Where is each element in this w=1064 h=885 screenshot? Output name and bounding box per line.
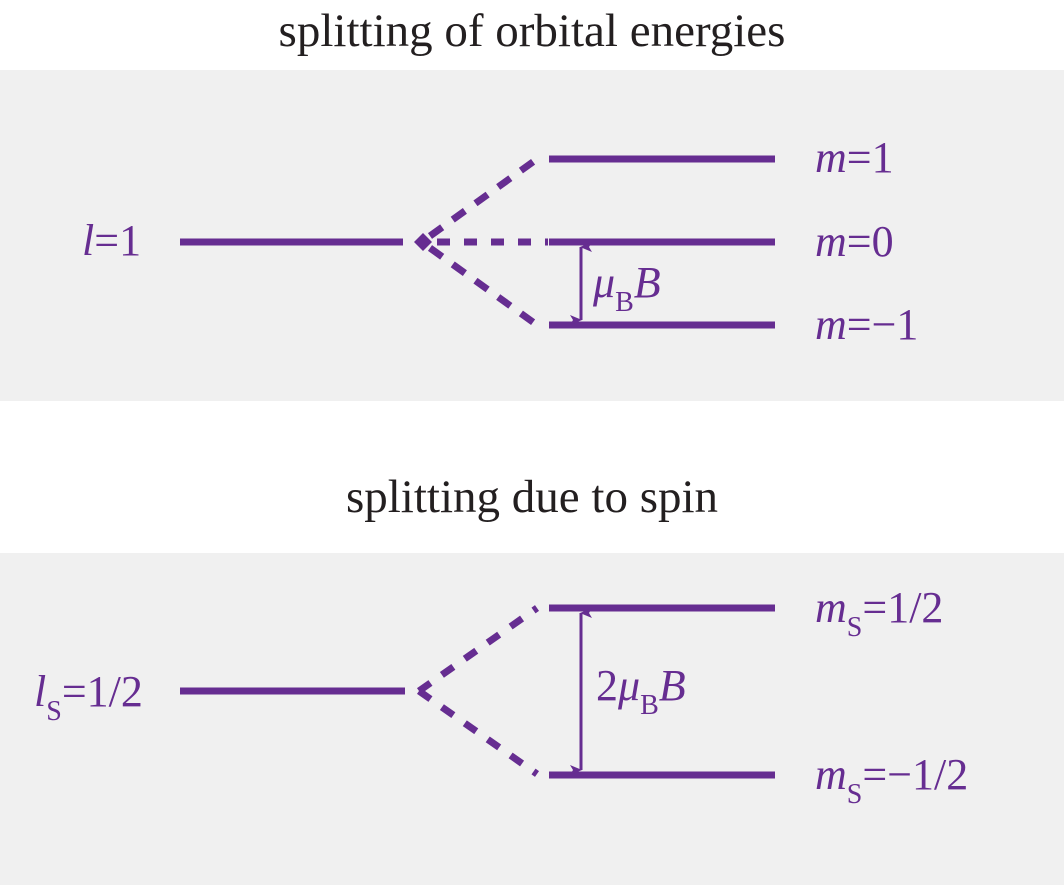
label-value: −1 — [872, 300, 919, 349]
title-orbital-splitting: splitting of orbital energies — [278, 5, 786, 57]
label-ms-plus-half: mS=1/2 — [815, 583, 943, 643]
label-symbol: m — [815, 750, 847, 799]
label-equals: = — [862, 583, 887, 632]
label-equals: = — [62, 667, 87, 716]
label-subscript: S — [46, 696, 62, 727]
label-equals: = — [847, 217, 872, 266]
label-m-1: m=1 — [815, 133, 894, 182]
gap-subscript: B — [615, 287, 634, 318]
label-value: 1/2 — [87, 667, 143, 716]
title-spin-splitting: splitting due to spin — [345, 471, 719, 523]
label-symbol: m — [815, 583, 847, 632]
gap-prefix: 2 — [596, 661, 618, 710]
label-m-0: m=0 — [815, 217, 894, 266]
gap-field: B — [659, 661, 686, 710]
label-symbol: l — [82, 216, 94, 265]
orbital-splitting-diagram: l=1 μBB m=1 m=0 m=−1 — [82, 133, 918, 349]
label-value: 1 — [872, 133, 894, 182]
label-equals: = — [94, 216, 119, 265]
label-symbol: l — [34, 667, 46, 716]
gap-field: B — [634, 258, 661, 307]
label-l-equals-1: l=1 — [82, 216, 141, 265]
label-m-minus-1: m=−1 — [815, 300, 918, 349]
label-value: 1/2 — [887, 583, 943, 632]
label-value: 0 — [872, 217, 894, 266]
label-value: −1/2 — [887, 750, 968, 799]
split-junction-marker — [414, 233, 432, 251]
connector-to-m-1 — [427, 156, 540, 239]
label-symbol: m — [815, 133, 847, 182]
label-spin-energy-gap: 2μBB — [596, 661, 686, 721]
gap-mu: μ — [617, 661, 640, 710]
label-ms-minus-half: mS=−1/2 — [815, 750, 968, 810]
connector-to-ms-minus-half — [416, 688, 540, 777]
label-energy-gap: μBB — [592, 258, 661, 318]
gap-subscript: B — [640, 690, 659, 721]
label-symbol: m — [815, 217, 847, 266]
connector-to-m-minus-1 — [427, 245, 540, 328]
label-value: 1 — [119, 216, 141, 265]
label-subscript: S — [847, 612, 863, 643]
spin-splitting-diagram: lS=1/2 2μBB mS=1/2 mS=−1/2 — [34, 583, 968, 810]
label-ls-equals-half: lS=1/2 — [34, 667, 143, 727]
panel-orbital-splitting — [0, 70, 1064, 401]
connector-to-ms-plus-half — [416, 605, 540, 694]
label-equals: = — [847, 300, 872, 349]
label-equals: = — [847, 133, 872, 182]
label-symbol: m — [815, 300, 847, 349]
gap-mu: μ — [592, 258, 615, 307]
label-subscript: S — [847, 779, 863, 810]
label-equals: = — [862, 750, 887, 799]
panel-spin-splitting — [0, 553, 1064, 885]
